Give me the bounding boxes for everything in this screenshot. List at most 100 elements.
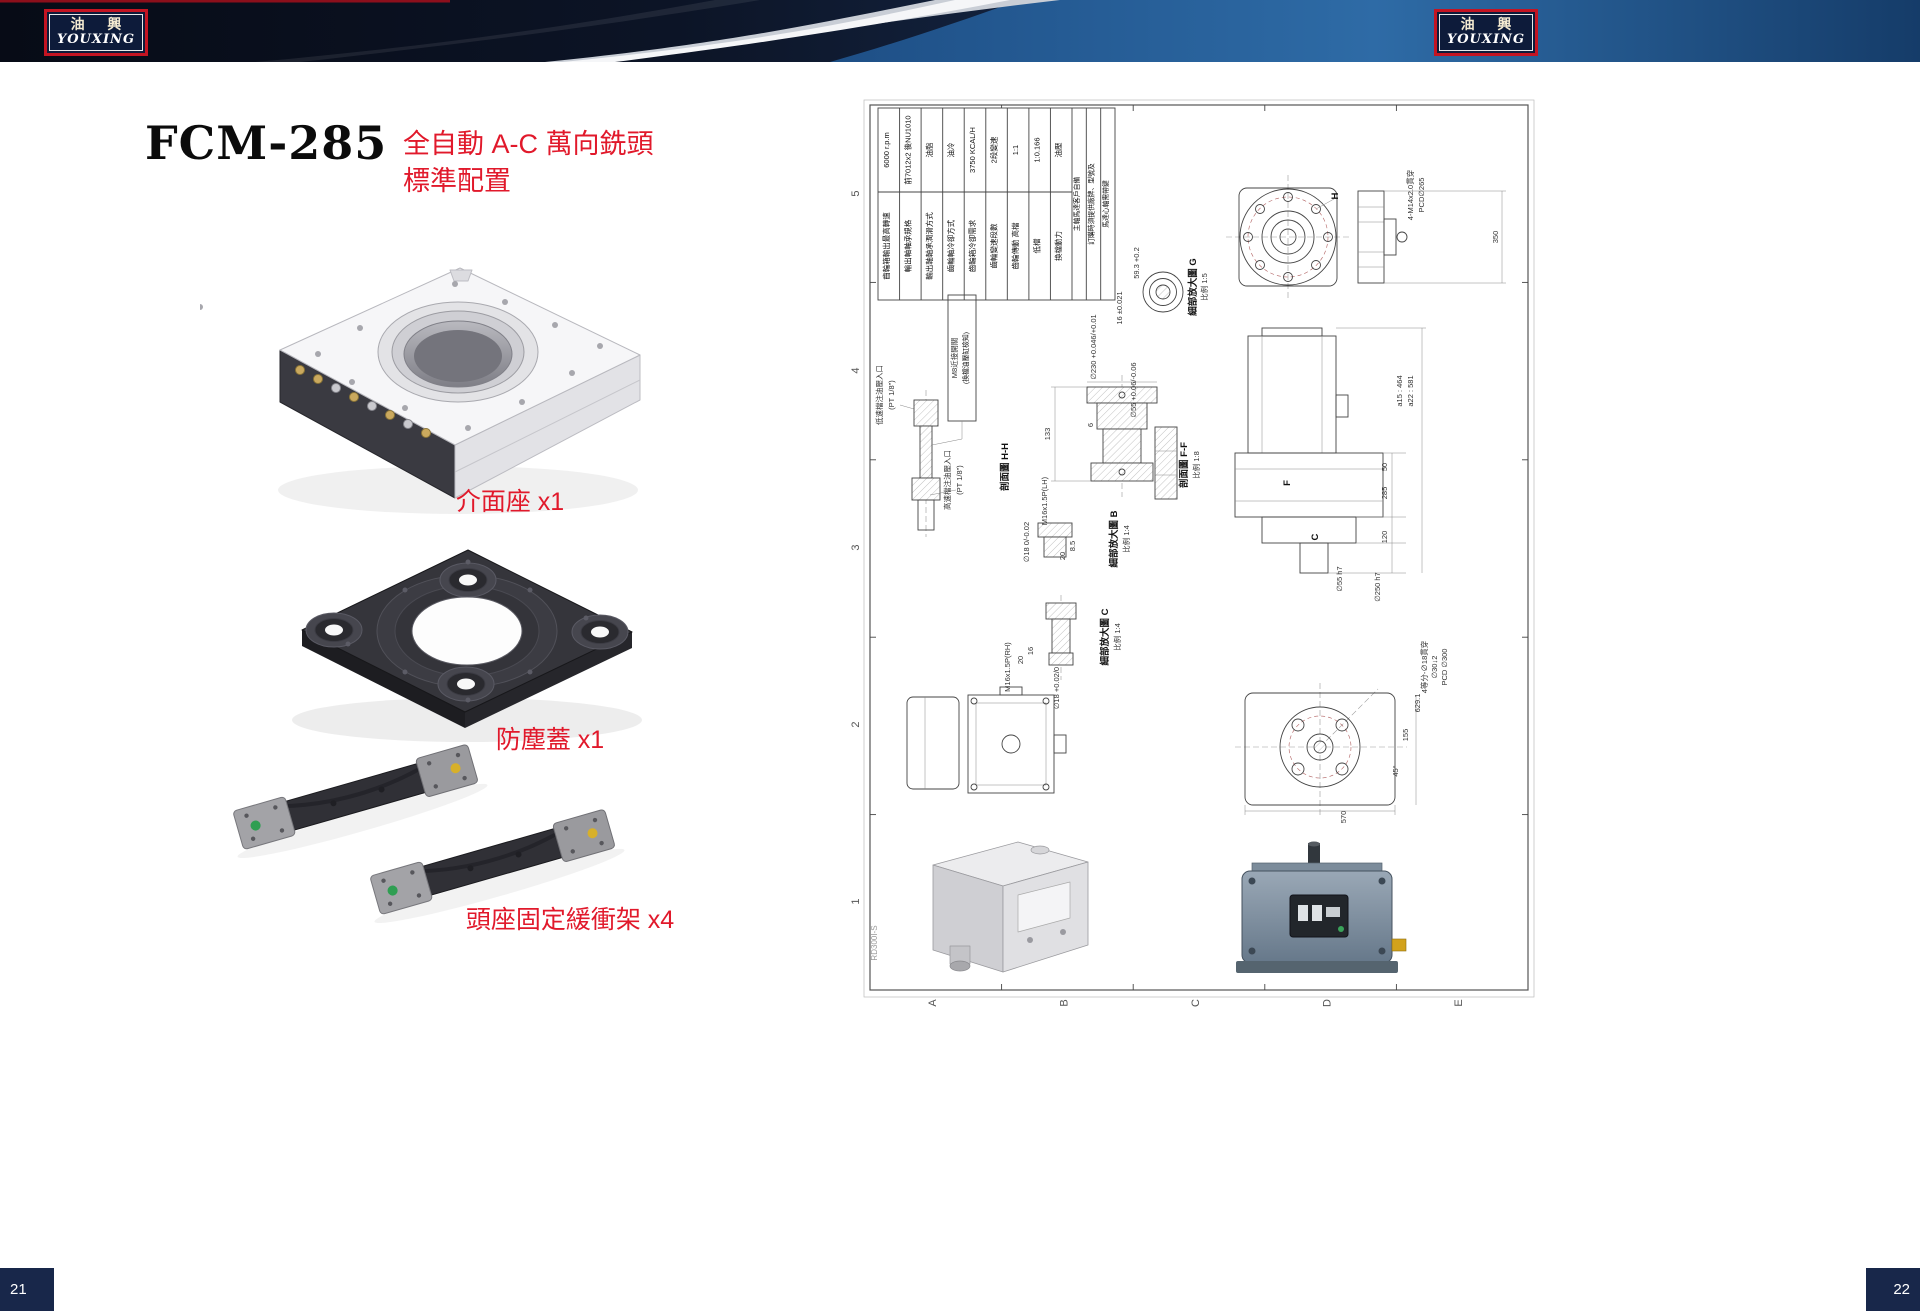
spec-r1-value: 6000 r.p.m bbox=[882, 132, 891, 167]
spec-r2-label: 輸出軸軸承規格 bbox=[902, 219, 912, 272]
dim-350: 350 bbox=[1491, 231, 1500, 244]
grid-row-1: 1 bbox=[850, 898, 862, 904]
unit-front-view bbox=[906, 686, 1067, 794]
dim-120: 120 bbox=[1380, 531, 1389, 544]
spec-r3-value: 油脂 bbox=[924, 142, 934, 157]
spec-r3-label: 輸出軸軸承潤滑方式 bbox=[924, 212, 934, 280]
pcd265: PCD∅265 bbox=[1417, 178, 1426, 213]
section-hh-title: 剖面圖 H-H bbox=[999, 443, 1011, 491]
dim-a22: a22 : 581 bbox=[1406, 375, 1415, 406]
logo-right: 油 興 YOUXING bbox=[1434, 9, 1538, 56]
detail-b-view: M16x1.5P(LH) ∅18 0/-0.02 20 8.5 細部放大圖 B … bbox=[1022, 476, 1131, 567]
m8-switch-note2: (換檔油壓缸檢知) bbox=[961, 332, 970, 384]
dim-18-lh: ∅18 0/-0.02 bbox=[1022, 522, 1031, 562]
low-oil-pt: (PT 1/8") bbox=[887, 380, 896, 410]
m16-rh: M16x1.5P(RH) bbox=[1003, 642, 1012, 692]
dust-cover-image bbox=[292, 549, 642, 742]
spec-r4-label: 齒輪軸冷卻方式 bbox=[945, 219, 955, 272]
grid-col-b: B bbox=[1058, 999, 1070, 1006]
dim-230: ∅230 +0.046/+0.01 bbox=[1089, 314, 1098, 379]
view-c-label: C bbox=[1310, 533, 1321, 540]
spec-r7-label: 齒輪傳動 高檔 bbox=[1010, 222, 1020, 270]
render-gearbox-blue bbox=[1236, 841, 1407, 973]
spec-r4-value: 油冷 bbox=[945, 142, 955, 157]
spec-r9-label: 換檔動力 bbox=[1053, 231, 1063, 261]
item2-label: 防塵蓋 x1 bbox=[495, 726, 605, 754]
dim-18-rh: ∅18 +0.02/0 bbox=[1052, 667, 1061, 709]
section-hh-view: ∅230 +0.046/+0.01 ∅55 +0.06/-0.06 6 133 … bbox=[999, 314, 1158, 497]
unit-bottom-view: 45° 570 155 629.1 4等分-∅18貫穿 ∅30↓2 PCD ∅3… bbox=[1235, 641, 1449, 824]
buffer-bracket-images bbox=[233, 744, 625, 924]
dim-59-3: 59.3 +0.2 bbox=[1132, 247, 1141, 279]
section-ff-view: 剖面圖 F-F 比例 1:8 bbox=[1154, 426, 1201, 500]
technical-drawing-sheet: 5 4 3 2 1 A B C D E RD300I-S 6000 bbox=[850, 99, 1535, 1007]
detail-c-title: 細部放大圖 C bbox=[1099, 608, 1111, 665]
dim-20b: 20 bbox=[1016, 656, 1025, 664]
header-streak bbox=[255, 0, 760, 62]
dim-250h7: ∅250 h7 bbox=[1373, 572, 1382, 601]
header-white-swoosh bbox=[562, 0, 1010, 62]
detail-g-view: 59.3 +0.2 16 ±0.021 細部放大圖 G 比例 1:5 bbox=[1115, 247, 1209, 324]
spec-note-1: 主軸馬達客戶自備 bbox=[1072, 177, 1081, 232]
oil-port-annotations: 低速檔注油壓入口 (PT 1/8") M8近接開關 (換檔油壓缸檢知) 高速檔注… bbox=[874, 294, 977, 537]
logo-left-cn: 油 興 bbox=[70, 16, 131, 33]
item1-label: 介面座 x1 bbox=[455, 488, 565, 516]
dim-133: 133 bbox=[1043, 428, 1052, 441]
high-oil-note: 高速檔注油壓入口 bbox=[942, 450, 952, 510]
spec-table: 6000 r.p.m 前7012x2 後NU1010 油脂 油冷 3750 KC… bbox=[877, 107, 1116, 301]
section-ff-scale: 比例 1:8 bbox=[1191, 451, 1201, 479]
dim-570: 570 bbox=[1339, 811, 1348, 824]
four-holes-note2: ∅30↓2 bbox=[1430, 656, 1439, 679]
detail-b-scale: 比例 1:4 bbox=[1121, 525, 1131, 553]
section-ff-title: 剖面圖 F-F bbox=[1178, 442, 1190, 488]
four-holes-note: 4等分-∅18貫穿 bbox=[1419, 641, 1429, 694]
dim-a15: a15 : 464 bbox=[1395, 375, 1404, 406]
detail-c-scale: 比例 1:4 bbox=[1112, 623, 1122, 651]
interface-seat-image bbox=[200, 267, 641, 514]
buffer-bracket-1 bbox=[233, 744, 488, 859]
detail-g-scale: 比例 1:5 bbox=[1199, 273, 1209, 301]
grid-row-4: 4 bbox=[850, 367, 862, 373]
unit-side-view: a15 : 464 a22 : 581 50 285 120 ∅55 h7 ∅2… bbox=[1234, 327, 1426, 602]
dim-50: 50 bbox=[1380, 463, 1389, 471]
pcd300: PCD ∅300 bbox=[1440, 649, 1449, 686]
dim-55: ∅55 +0.06/-0.06 bbox=[1129, 362, 1138, 417]
page-number-right-value: 22 bbox=[1893, 1281, 1910, 1298]
m16-lh: M16x1.5P(LH) bbox=[1040, 476, 1049, 525]
logo-right-cn: 油 興 bbox=[1460, 16, 1521, 33]
spec-note-2: 訂購時須提供廠牌、型號及 bbox=[1087, 163, 1096, 245]
high-oil-pt: (PT 1/8") bbox=[955, 465, 964, 495]
logo-right-inner: 油 興 YOUXING bbox=[1439, 14, 1533, 51]
product-illustrations bbox=[200, 267, 642, 924]
grid-col-e: E bbox=[1453, 999, 1465, 1006]
view-f-label: F bbox=[1282, 480, 1293, 486]
subtitle: 全自動 A-C 萬向銑頭 標準配置 bbox=[403, 126, 654, 200]
grid-col-a: A bbox=[927, 999, 939, 1007]
dim-55h7: ∅55 h7 bbox=[1335, 566, 1344, 591]
iso-render-gray bbox=[932, 841, 1089, 973]
low-oil-note: 低速檔注油壓入口 bbox=[874, 365, 884, 425]
flange-top-view: 4-M14x2.0貫穿 PCD∅265 350 H bbox=[1226, 170, 1506, 299]
dim-8-5: 8.5 bbox=[1068, 541, 1077, 551]
page-number-left-value: 21 bbox=[10, 1281, 27, 1298]
grid-row-2: 2 bbox=[850, 721, 862, 727]
dim-6: 6 bbox=[1086, 423, 1095, 427]
spec-r7-value: 1:1 bbox=[1011, 145, 1020, 155]
spec-r8-value: 1:0.166 bbox=[1033, 137, 1042, 162]
dim-155: 155 bbox=[1401, 729, 1410, 742]
dim-16-tol: 16 ±0.021 bbox=[1115, 291, 1124, 324]
logo-left-inner: 油 興 YOUXING bbox=[49, 14, 143, 51]
grid-row-5: 5 bbox=[850, 190, 862, 196]
detail-b-title: 細部放大圖 B bbox=[1108, 510, 1120, 567]
page-title: FCM-285 bbox=[145, 116, 388, 170]
logo-right-en: YOUXING bbox=[1446, 32, 1526, 48]
grid-col-c: C bbox=[1190, 999, 1202, 1007]
header-blue-band bbox=[830, 0, 1920, 62]
spec-r1-label: 齒輪箱輸出最高轉速 bbox=[881, 212, 891, 280]
dim-285: 285 bbox=[1380, 487, 1389, 500]
header-band bbox=[0, 0, 1920, 62]
page-number-left: 21 bbox=[0, 1268, 54, 1311]
spec-r9-value: 油壓 bbox=[1053, 142, 1063, 157]
dim-20: 20 bbox=[1058, 552, 1067, 560]
dim-16: 16 bbox=[1026, 647, 1035, 655]
